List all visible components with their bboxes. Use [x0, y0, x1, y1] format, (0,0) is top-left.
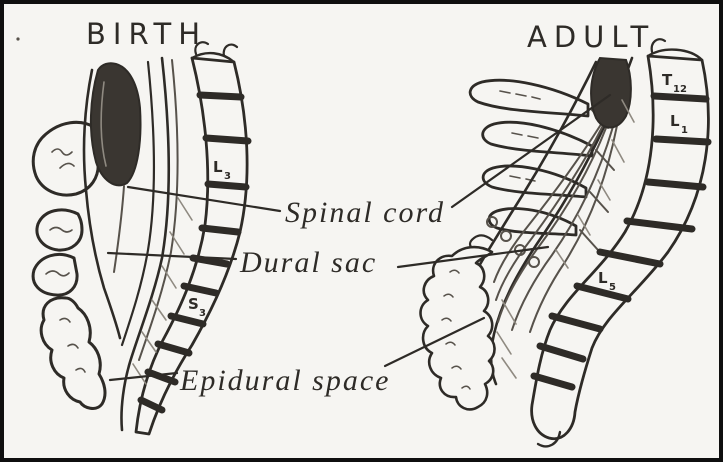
adult-title: ADULT	[527, 20, 655, 54]
adult-vertebral-column	[530, 38, 712, 448]
leader-epidural-space-left	[108, 371, 179, 382]
birth-dural-sac-outline	[82, 60, 156, 347]
annotation-layer: Spinal cord Dural sac Epidural space	[106, 93, 612, 397]
vertebra-label-birth-s3-main: S	[188, 295, 199, 313]
leader-epidural-space-right	[383, 316, 486, 368]
paper-speck	[16, 37, 20, 41]
vertebra-label-adult-l5-sub: 5	[609, 282, 616, 293]
vertebra-label-birth-l3-sub: 3	[224, 171, 231, 182]
adult-spinal-cord-shade	[590, 56, 632, 129]
vertebra-label-adult-l5-main: L	[598, 269, 608, 287]
leader-spinal-cord-right	[450, 93, 612, 209]
vertebra-label-birth-l3-main: L	[213, 158, 223, 176]
vertebra-label-adult-t12-sub: 12	[673, 84, 687, 95]
birth-filum-terminale	[113, 185, 125, 273]
vertebra-label-adult-l1-sub: 1	[681, 125, 688, 136]
vertebra-label-adult-t12-main: T	[662, 71, 673, 89]
leader-spinal-cord-left	[126, 185, 282, 213]
birth-canal-walls	[120, 56, 179, 432]
leader-dural-sac-right	[396, 245, 550, 269]
dural-sac-label: Dural sac	[239, 246, 377, 279]
birth-spinal-cord-shade	[89, 62, 142, 187]
birth-shading-hatches	[100, 81, 193, 385]
birth-spinous-processes	[31, 120, 107, 410]
vertebra-label-adult-l1-main: L	[670, 112, 680, 130]
birth-figure: L 3 S 3	[31, 41, 252, 436]
adult-cauda-equina	[486, 111, 619, 333]
birth-vertebral-column	[134, 41, 252, 436]
spinal-cord-label: Spinal cord	[285, 196, 445, 229]
leader-dural-sac-left	[106, 251, 238, 261]
birth-title: BIRTH	[86, 17, 207, 51]
adult-shading-hatches	[496, 99, 635, 379]
adult-spinous-processes	[468, 78, 594, 252]
epidural-space-label: Epidural space	[179, 364, 390, 397]
adult-coccyx-hook	[536, 430, 562, 448]
adult-sacral-bumps	[419, 245, 496, 411]
adult-figure: T 12 L 1 L 5	[419, 38, 712, 448]
vertebra-label-birth-s3-sub: 3	[199, 308, 206, 319]
adult-intervertebral-discs	[530, 92, 712, 391]
birth-intervertebral-discs	[137, 91, 252, 414]
